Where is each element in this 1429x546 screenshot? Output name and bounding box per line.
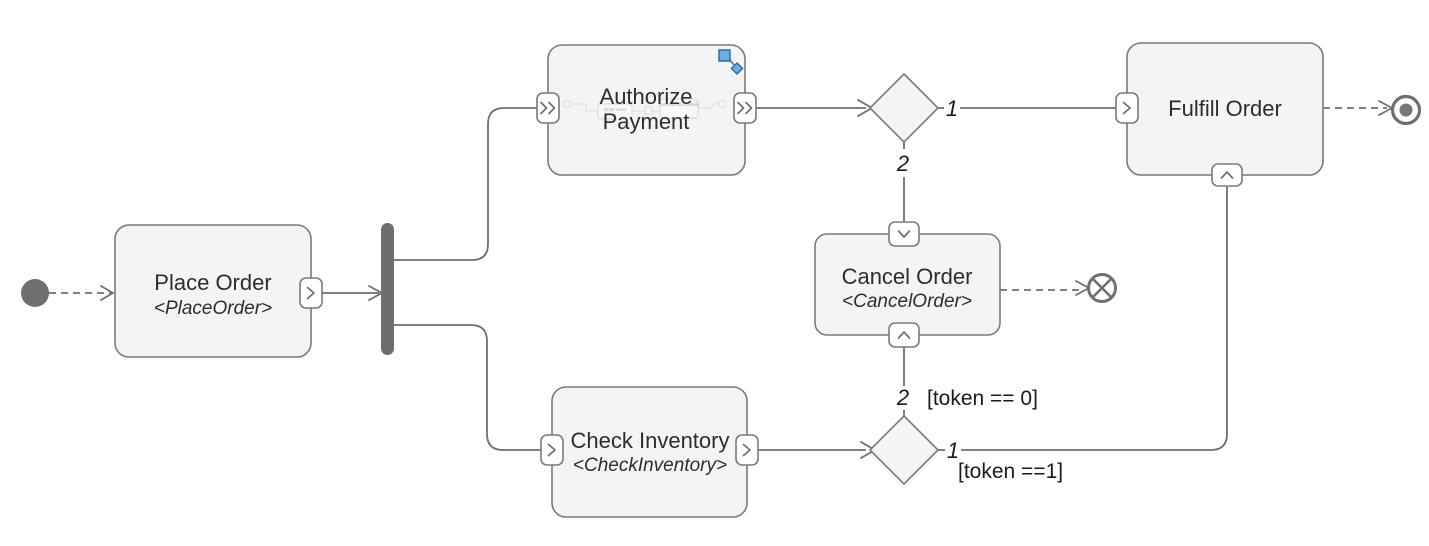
arrowhead-into-decision-top <box>857 99 873 117</box>
ghost-step-label: Enter Card <box>604 107 626 112</box>
decision-bottom-label-2: 2 <box>896 385 909 410</box>
chevron-right-icon <box>742 443 751 457</box>
start-node[interactable] <box>21 279 49 307</box>
fork-bar[interactable] <box>381 223 394 355</box>
ghost-connector <box>571 103 598 112</box>
activity-authorize-payment[interactable]: Enter Card Authenticate Details Authoriz… <box>536 44 757 176</box>
cancel-order-in-bottom-port[interactable] <box>888 322 920 348</box>
chevron-up-icon <box>897 331 911 339</box>
activity-place-order[interactable]: Place Order <PlaceOrder> <box>114 224 323 358</box>
ghost-connector <box>698 103 719 109</box>
activity-cancel-order[interactable]: Cancel Order <CancelOrder> <box>814 221 1001 348</box>
authorize-payment-in-port[interactable] <box>536 92 560 124</box>
ghost-end-icon <box>718 100 726 108</box>
subprocess-icon[interactable] <box>718 49 744 76</box>
place-order-out-port[interactable] <box>299 277 323 309</box>
ghost-start-icon <box>563 100 571 108</box>
fulfill-order-in-bottom-port[interactable] <box>1211 163 1243 187</box>
chevron-up-icon <box>1220 171 1234 179</box>
guard-token-one: [token ==1] <box>958 460 1063 483</box>
flow-final-x-icon <box>1092 278 1112 298</box>
check-inventory-out-port[interactable] <box>735 434 759 466</box>
ghost-mid-box <box>644 106 653 115</box>
check-inventory-stereotype: <CheckInventory> <box>573 455 727 476</box>
double-chevron-right-icon <box>737 101 753 115</box>
activity-check-inventory[interactable]: Check Inventory <CheckInventory> <box>540 386 759 518</box>
activity-final-dot <box>1399 103 1413 117</box>
arrowhead-into-fork <box>368 285 383 301</box>
arrowhead-into-place-order <box>100 285 114 301</box>
flow-final-node[interactable] <box>1087 273 1117 303</box>
decision-bottom[interactable]: 2 1 [token == 0] [token ==1] <box>868 385 1063 486</box>
place-order-stereotype: <PlaceOrder> <box>154 298 272 319</box>
decision-top-diamond[interactable] <box>868 72 940 144</box>
chevron-down-icon <box>897 230 911 238</box>
edge-decision-bottom-to-fulfill <box>938 187 1228 451</box>
check-inventory-in-port[interactable] <box>540 434 564 466</box>
fulfill-order-title: Fulfill Order <box>1168 96 1282 121</box>
fulfill-order-in-port[interactable] <box>1115 92 1139 124</box>
arrowhead-into-flow-final <box>1075 280 1090 296</box>
place-order-title: Place Order <box>154 270 271 295</box>
check-inventory-title: Check Inventory <box>571 428 730 453</box>
decision-top[interactable]: 1 2 <box>868 72 958 176</box>
decision-bottom-label-1: 1 <box>947 438 959 463</box>
subprocess-icon-diamond <box>730 61 744 76</box>
activity-final-node[interactable] <box>1390 94 1422 126</box>
ghost-step-label: Authenticate Details <box>659 102 700 107</box>
double-chevron-right-icon <box>540 101 556 115</box>
decision-top-label-2: 2 <box>896 151 909 176</box>
chevron-right-icon <box>547 443 556 457</box>
cancel-order-stereotype: <CancelOrder> <box>842 291 972 312</box>
edges <box>49 99 1393 459</box>
authorize-payment-out-port[interactable] <box>733 92 757 124</box>
decision-top-label-1: 1 <box>946 96 958 121</box>
edge-fork-to-check-inventory <box>394 324 541 451</box>
authorize-payment-subflow-preview: Enter Card Authenticate Details <box>563 98 726 120</box>
chevron-right-icon <box>306 286 315 300</box>
guard-token-zero: [token == 0] <box>927 387 1038 410</box>
edge-fork-to-authorize-payment <box>394 107 537 261</box>
decision-bottom-diamond[interactable] <box>868 414 940 486</box>
authorize-payment-title-line2: Payment <box>603 109 690 134</box>
cancel-order-in-top-port[interactable] <box>888 221 920 247</box>
chevron-right-icon <box>1122 101 1131 115</box>
authorize-payment-title-line1: Authorize <box>600 84 693 109</box>
subprocess-icon-square <box>718 49 731 62</box>
arrowhead-into-final <box>1378 100 1393 116</box>
cancel-order-title: Cancel Order <box>842 264 973 289</box>
activity-fulfill-order[interactable]: Fulfill Order <box>1115 42 1324 187</box>
